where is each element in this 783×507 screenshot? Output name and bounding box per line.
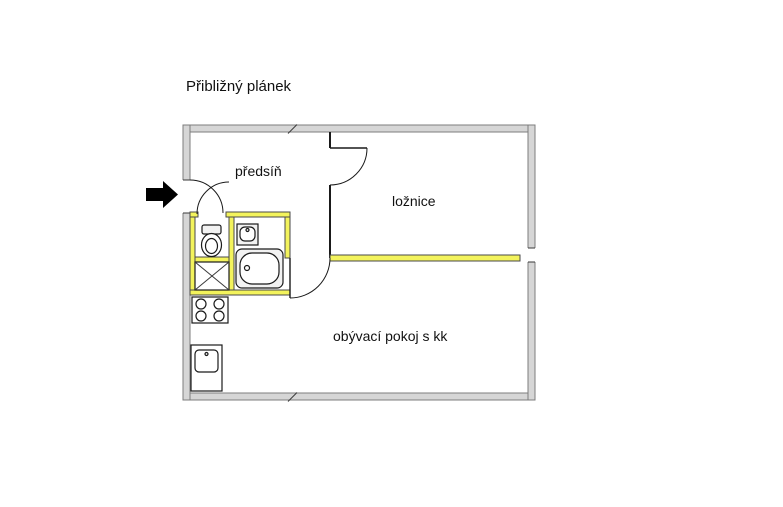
room-label-hallway: předsíň bbox=[235, 163, 282, 179]
divider-bedroom-living bbox=[329, 254, 521, 262]
outer-wall-bottom bbox=[182, 392, 536, 401]
kitchen-sink-icon bbox=[190, 344, 223, 392]
door-arc bbox=[329, 147, 368, 186]
bedroom-door bbox=[329, 147, 368, 186]
entrance-arrow-icon bbox=[146, 181, 178, 208]
core-wall-middle bbox=[228, 216, 235, 291]
stove-icon bbox=[191, 296, 229, 324]
door-arc bbox=[189, 179, 224, 214]
room-label-bedroom: ložnice bbox=[392, 193, 436, 209]
room-label-living-room: obývací pokoj s kk bbox=[333, 328, 448, 344]
outer-wall-left bbox=[182, 124, 191, 401]
highlighted-walls bbox=[189, 211, 521, 296]
washbasin-icon bbox=[236, 223, 259, 246]
bathtub-icon bbox=[235, 248, 284, 289]
core-wall-bottom bbox=[189, 289, 291, 296]
plan-title: Přibližný plánek bbox=[186, 78, 292, 95]
wall-mark-top bbox=[287, 124, 298, 134]
bath-wall-top bbox=[225, 211, 291, 218]
wc-door bbox=[196, 181, 230, 215]
shaft-cross-icon bbox=[194, 261, 230, 291]
wc-shaft-divider bbox=[194, 256, 230, 263]
door-arc bbox=[196, 181, 230, 215]
toilet-icon bbox=[200, 224, 223, 258]
outer-wall-top bbox=[182, 124, 536, 133]
entrance-opening bbox=[182, 179, 191, 214]
door-arc bbox=[289, 257, 331, 299]
living-room-door bbox=[289, 257, 331, 299]
core-wall-right bbox=[284, 216, 291, 259]
entrance-door bbox=[189, 179, 224, 214]
wall-mark-bottom bbox=[287, 392, 298, 402]
core-wall-left bbox=[189, 216, 196, 296]
window-right bbox=[527, 247, 536, 263]
